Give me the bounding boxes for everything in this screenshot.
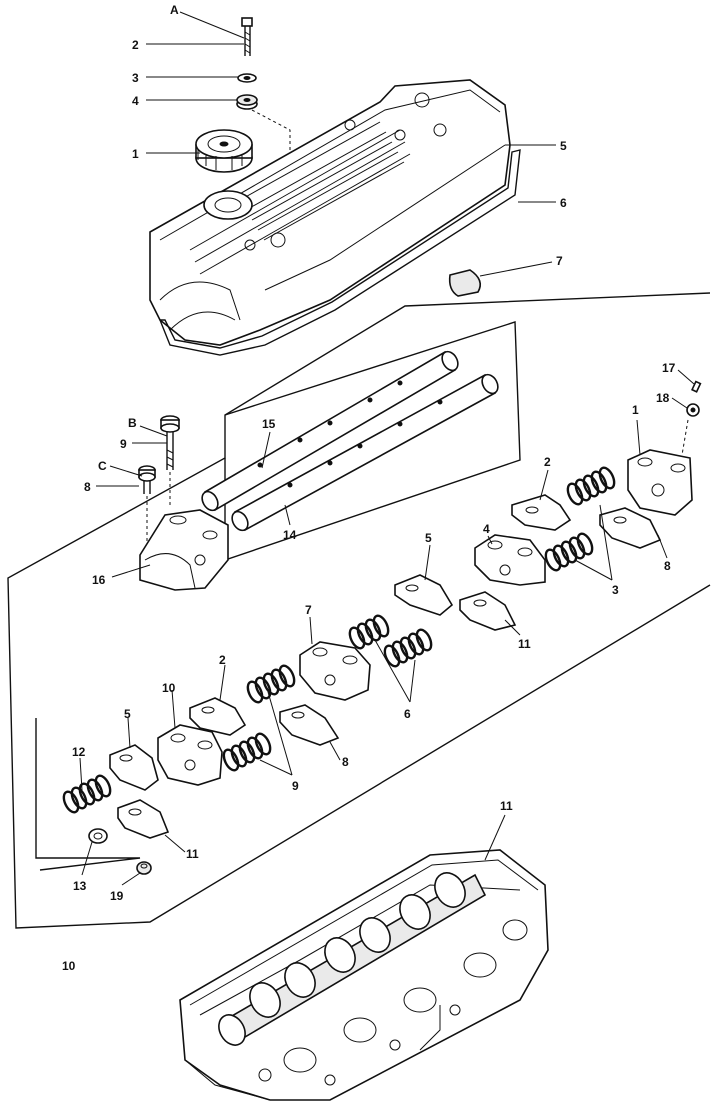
callout-2: 2	[132, 38, 139, 52]
pin-17	[691, 380, 702, 393]
callout-2c: 2	[219, 653, 226, 667]
callout-3b: 3	[612, 583, 619, 597]
callout-5b: 5	[425, 531, 432, 545]
callout-b: B	[128, 416, 137, 430]
valve-cover	[149, 79, 511, 346]
callout-1: 1	[132, 147, 139, 161]
rocker-arm-5a	[394, 574, 454, 616]
rocker-shaft-15	[201, 350, 459, 512]
shaft-bolt-c	[138, 465, 156, 494]
cover-bolt-a	[241, 17, 253, 56]
rocker-shaft-14	[231, 373, 499, 532]
callout-19: 19	[110, 889, 124, 903]
rocker-arm-2b	[189, 697, 247, 736]
callout-2b: 2	[544, 455, 551, 469]
callout-c: C	[98, 459, 107, 473]
plug-19	[136, 861, 152, 875]
callout-8c: 8	[342, 755, 349, 769]
rocker-arm-11a	[459, 591, 517, 631]
rocker-arm-8a	[599, 507, 662, 549]
callout-9b: 9	[292, 779, 299, 793]
callout-4b: 4	[483, 522, 490, 536]
spring-3b	[544, 532, 594, 572]
callout-3: 3	[132, 71, 139, 85]
cover-gasket	[158, 149, 521, 356]
rocker-arm-2a	[511, 494, 572, 531]
callout-7b: 7	[305, 603, 312, 617]
nut-18	[686, 403, 700, 417]
rocker-shaft-cap-10	[157, 724, 223, 786]
rocker-arm-5b	[109, 744, 159, 791]
spring-6b	[383, 628, 433, 668]
spring-3a	[566, 466, 616, 506]
washer-13	[88, 828, 108, 844]
cylinder-head	[179, 849, 549, 1101]
spring-9b	[222, 732, 272, 772]
rocker-shaft-cap-7	[299, 641, 371, 701]
rocker-arm-11b	[117, 799, 170, 839]
callout-10b: 10	[62, 959, 76, 973]
callout-7: 7	[556, 254, 563, 268]
callout-15: 15	[262, 417, 276, 431]
callout-12: 12	[72, 745, 86, 759]
callout-6: 6	[560, 196, 567, 210]
callout-6b: 6	[404, 707, 411, 721]
callout-1b: 1	[632, 403, 639, 417]
callout-14: 14	[283, 528, 297, 542]
oil-filler-cap	[195, 129, 253, 173]
callout-8b: 8	[664, 559, 671, 573]
callout-10: 10	[162, 681, 176, 695]
callout-13: 13	[73, 879, 87, 893]
callout-9: 9	[120, 437, 127, 451]
rocker-shaft-cap-4	[474, 534, 546, 586]
callout-4: 4	[132, 94, 139, 108]
rocker-shaft-cap-1	[627, 449, 693, 516]
callout-11c: 11	[500, 799, 513, 813]
callout-labels: A 2 3 4 1 5 6 7 B 9 C 8 16 15 14 1 17 18…	[62, 3, 676, 973]
cover-grommet	[236, 94, 258, 110]
callout-a: A	[170, 3, 179, 17]
callout-11: 11	[518, 637, 531, 651]
shaft-bolt-b	[160, 415, 180, 470]
callout-17: 17	[662, 361, 676, 375]
spring-6a	[348, 614, 390, 650]
rocker-arm-8b	[279, 704, 340, 746]
callout-5: 5	[560, 139, 567, 153]
leader-lines	[79, 11, 695, 886]
rocker-shaft-cap-16	[139, 509, 229, 591]
spring-12	[62, 774, 112, 814]
half-moon-seal	[448, 269, 481, 297]
callout-16: 16	[92, 573, 106, 587]
callout-11b: 11	[186, 847, 199, 861]
spring-9a	[246, 664, 296, 704]
callout-5c: 5	[124, 707, 131, 721]
callout-8: 8	[84, 480, 91, 494]
callout-18: 18	[656, 391, 670, 405]
